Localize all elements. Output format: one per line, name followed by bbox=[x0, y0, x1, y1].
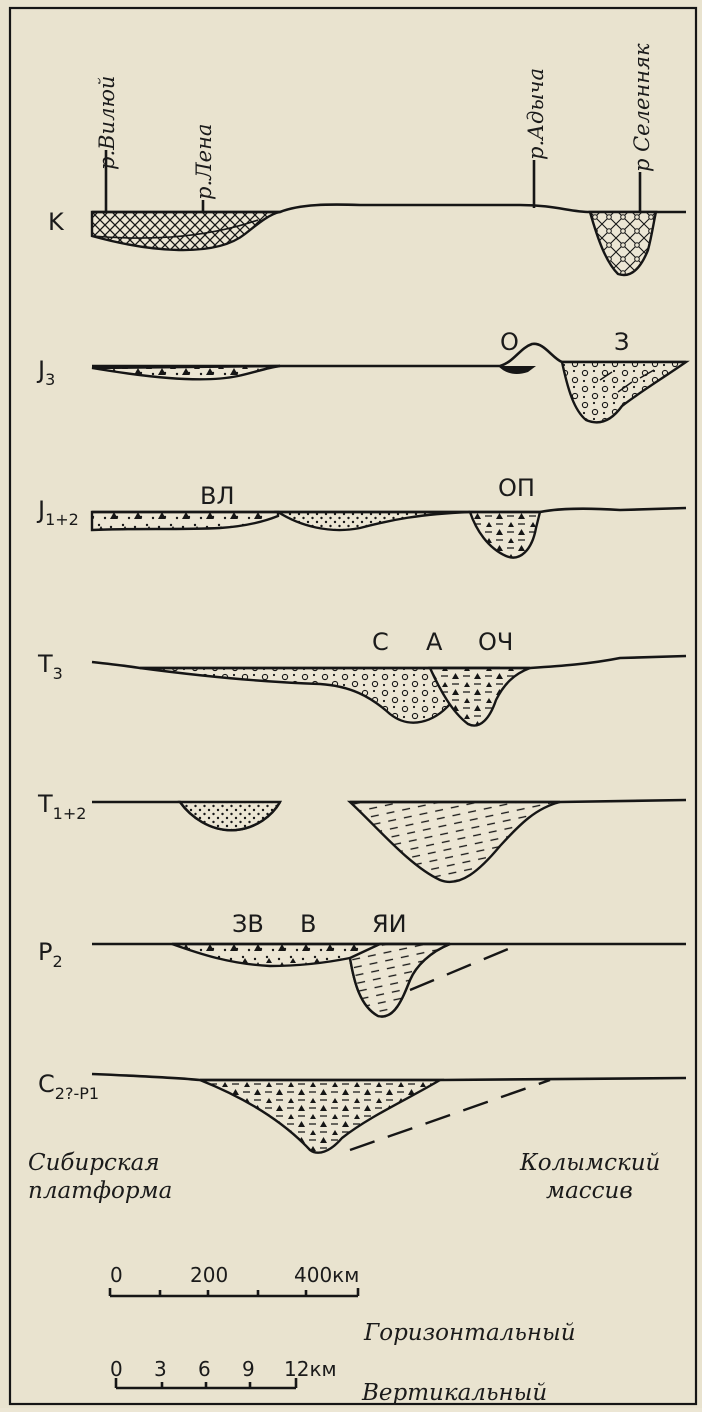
stage-label-C2P1: C2?-P1 bbox=[38, 1070, 99, 1103]
basin-T12-east bbox=[350, 802, 560, 882]
stage-label-P2: P2 bbox=[38, 938, 63, 971]
profile-T12: T1+2 bbox=[37, 790, 686, 882]
caption-kolyma-1: Колымский bbox=[519, 1150, 660, 1176]
scale-h-tick-200: 200 bbox=[190, 1263, 228, 1287]
basin-P2-east bbox=[350, 944, 450, 1017]
profile-J12: J1+2 ВЛ ОП bbox=[36, 474, 686, 558]
river-label-vilyuy: р.Вилюй bbox=[95, 76, 119, 170]
profile-T12-east bbox=[350, 800, 686, 802]
basin-label-p2-a: ЗВ bbox=[232, 910, 264, 938]
profile-K: K bbox=[48, 205, 686, 275]
region-captions: Сибирская платформа Колымский массив bbox=[28, 1150, 660, 1204]
profile-C2P1-surface bbox=[92, 1074, 686, 1080]
scale-v-tick-0: 0 bbox=[110, 1357, 123, 1381]
river-label-selennyakh: р Селенняк bbox=[630, 43, 654, 172]
basin-J12-west bbox=[92, 512, 278, 530]
scale-h-tick-400: 400км bbox=[294, 1263, 359, 1287]
caption-siberian-1: Сибирская bbox=[28, 1150, 160, 1176]
basin-label-j3-right: З bbox=[614, 328, 629, 356]
scale-h-label: Горизонтальный bbox=[363, 1320, 576, 1346]
basin-J3-small bbox=[498, 366, 536, 374]
scale-v-label: Вертикальный bbox=[361, 1380, 547, 1406]
stage-label-K: K bbox=[48, 208, 65, 236]
scale-h-tick-0: 0 bbox=[110, 1263, 123, 1287]
scale-vertical: 0 3 6 9 12км Вертикальный bbox=[110, 1357, 547, 1406]
basin-K-vilyuy bbox=[92, 212, 280, 250]
river-label-adycha: р.Адыча bbox=[524, 68, 548, 160]
profile-J12-surface bbox=[92, 508, 686, 512]
river-markers: р.Вилюй р.Лена р.Адыча р Селенняк bbox=[95, 43, 654, 230]
basin-T3-east bbox=[430, 668, 530, 726]
profile-J3: J3 О З bbox=[36, 328, 686, 422]
basin-label-p2-b: В bbox=[300, 910, 316, 938]
caption-siberian-2: платформа bbox=[28, 1178, 172, 1204]
basin-label-j12-left: ВЛ bbox=[200, 482, 235, 510]
river-label-lena: р.Лена bbox=[192, 124, 216, 200]
stage-label-T3: T3 bbox=[37, 650, 63, 683]
profile-C2P1: C2?-P1 bbox=[38, 1070, 686, 1153]
basin-K-selennyakh bbox=[590, 212, 656, 275]
profile-T3-surface bbox=[92, 656, 686, 668]
scale-v-tick-12: 12км bbox=[284, 1357, 337, 1381]
stage-label-T12: T1+2 bbox=[37, 790, 86, 823]
basin-label-t3-a: С bbox=[372, 628, 389, 656]
scale-v-tick-6: 6 bbox=[198, 1357, 211, 1381]
scale-v-tick-9: 9 bbox=[242, 1357, 255, 1381]
profile-T3: T3 С А ОЧ bbox=[37, 628, 686, 726]
basin-label-j3-left: О bbox=[500, 328, 519, 356]
stage-label-J3: J3 bbox=[36, 356, 55, 389]
basin-T12-west bbox=[180, 802, 280, 830]
basin-label-j12-right: ОП bbox=[498, 474, 535, 502]
basin-C2P1 bbox=[200, 1080, 440, 1153]
basin-label-p2-c: ЯИ bbox=[372, 910, 407, 938]
scale-horizontal: 0 200 400км Горизонтальный bbox=[110, 1263, 576, 1346]
basin-J3-east bbox=[562, 362, 686, 422]
scale-v-tick-3: 3 bbox=[154, 1357, 167, 1381]
basin-J12-east bbox=[470, 512, 540, 558]
basin-J12-mid bbox=[278, 512, 470, 530]
caption-kolyma-2: массив bbox=[546, 1178, 633, 1204]
profile-P2: P2 ЗВ В ЯИ bbox=[38, 910, 686, 1017]
basin-label-t3-c: ОЧ bbox=[478, 628, 513, 656]
basin-J3-vilyuy bbox=[92, 366, 280, 379]
stage-label-J12: J1+2 bbox=[36, 496, 79, 529]
basin-label-t3-b: А bbox=[426, 628, 443, 656]
